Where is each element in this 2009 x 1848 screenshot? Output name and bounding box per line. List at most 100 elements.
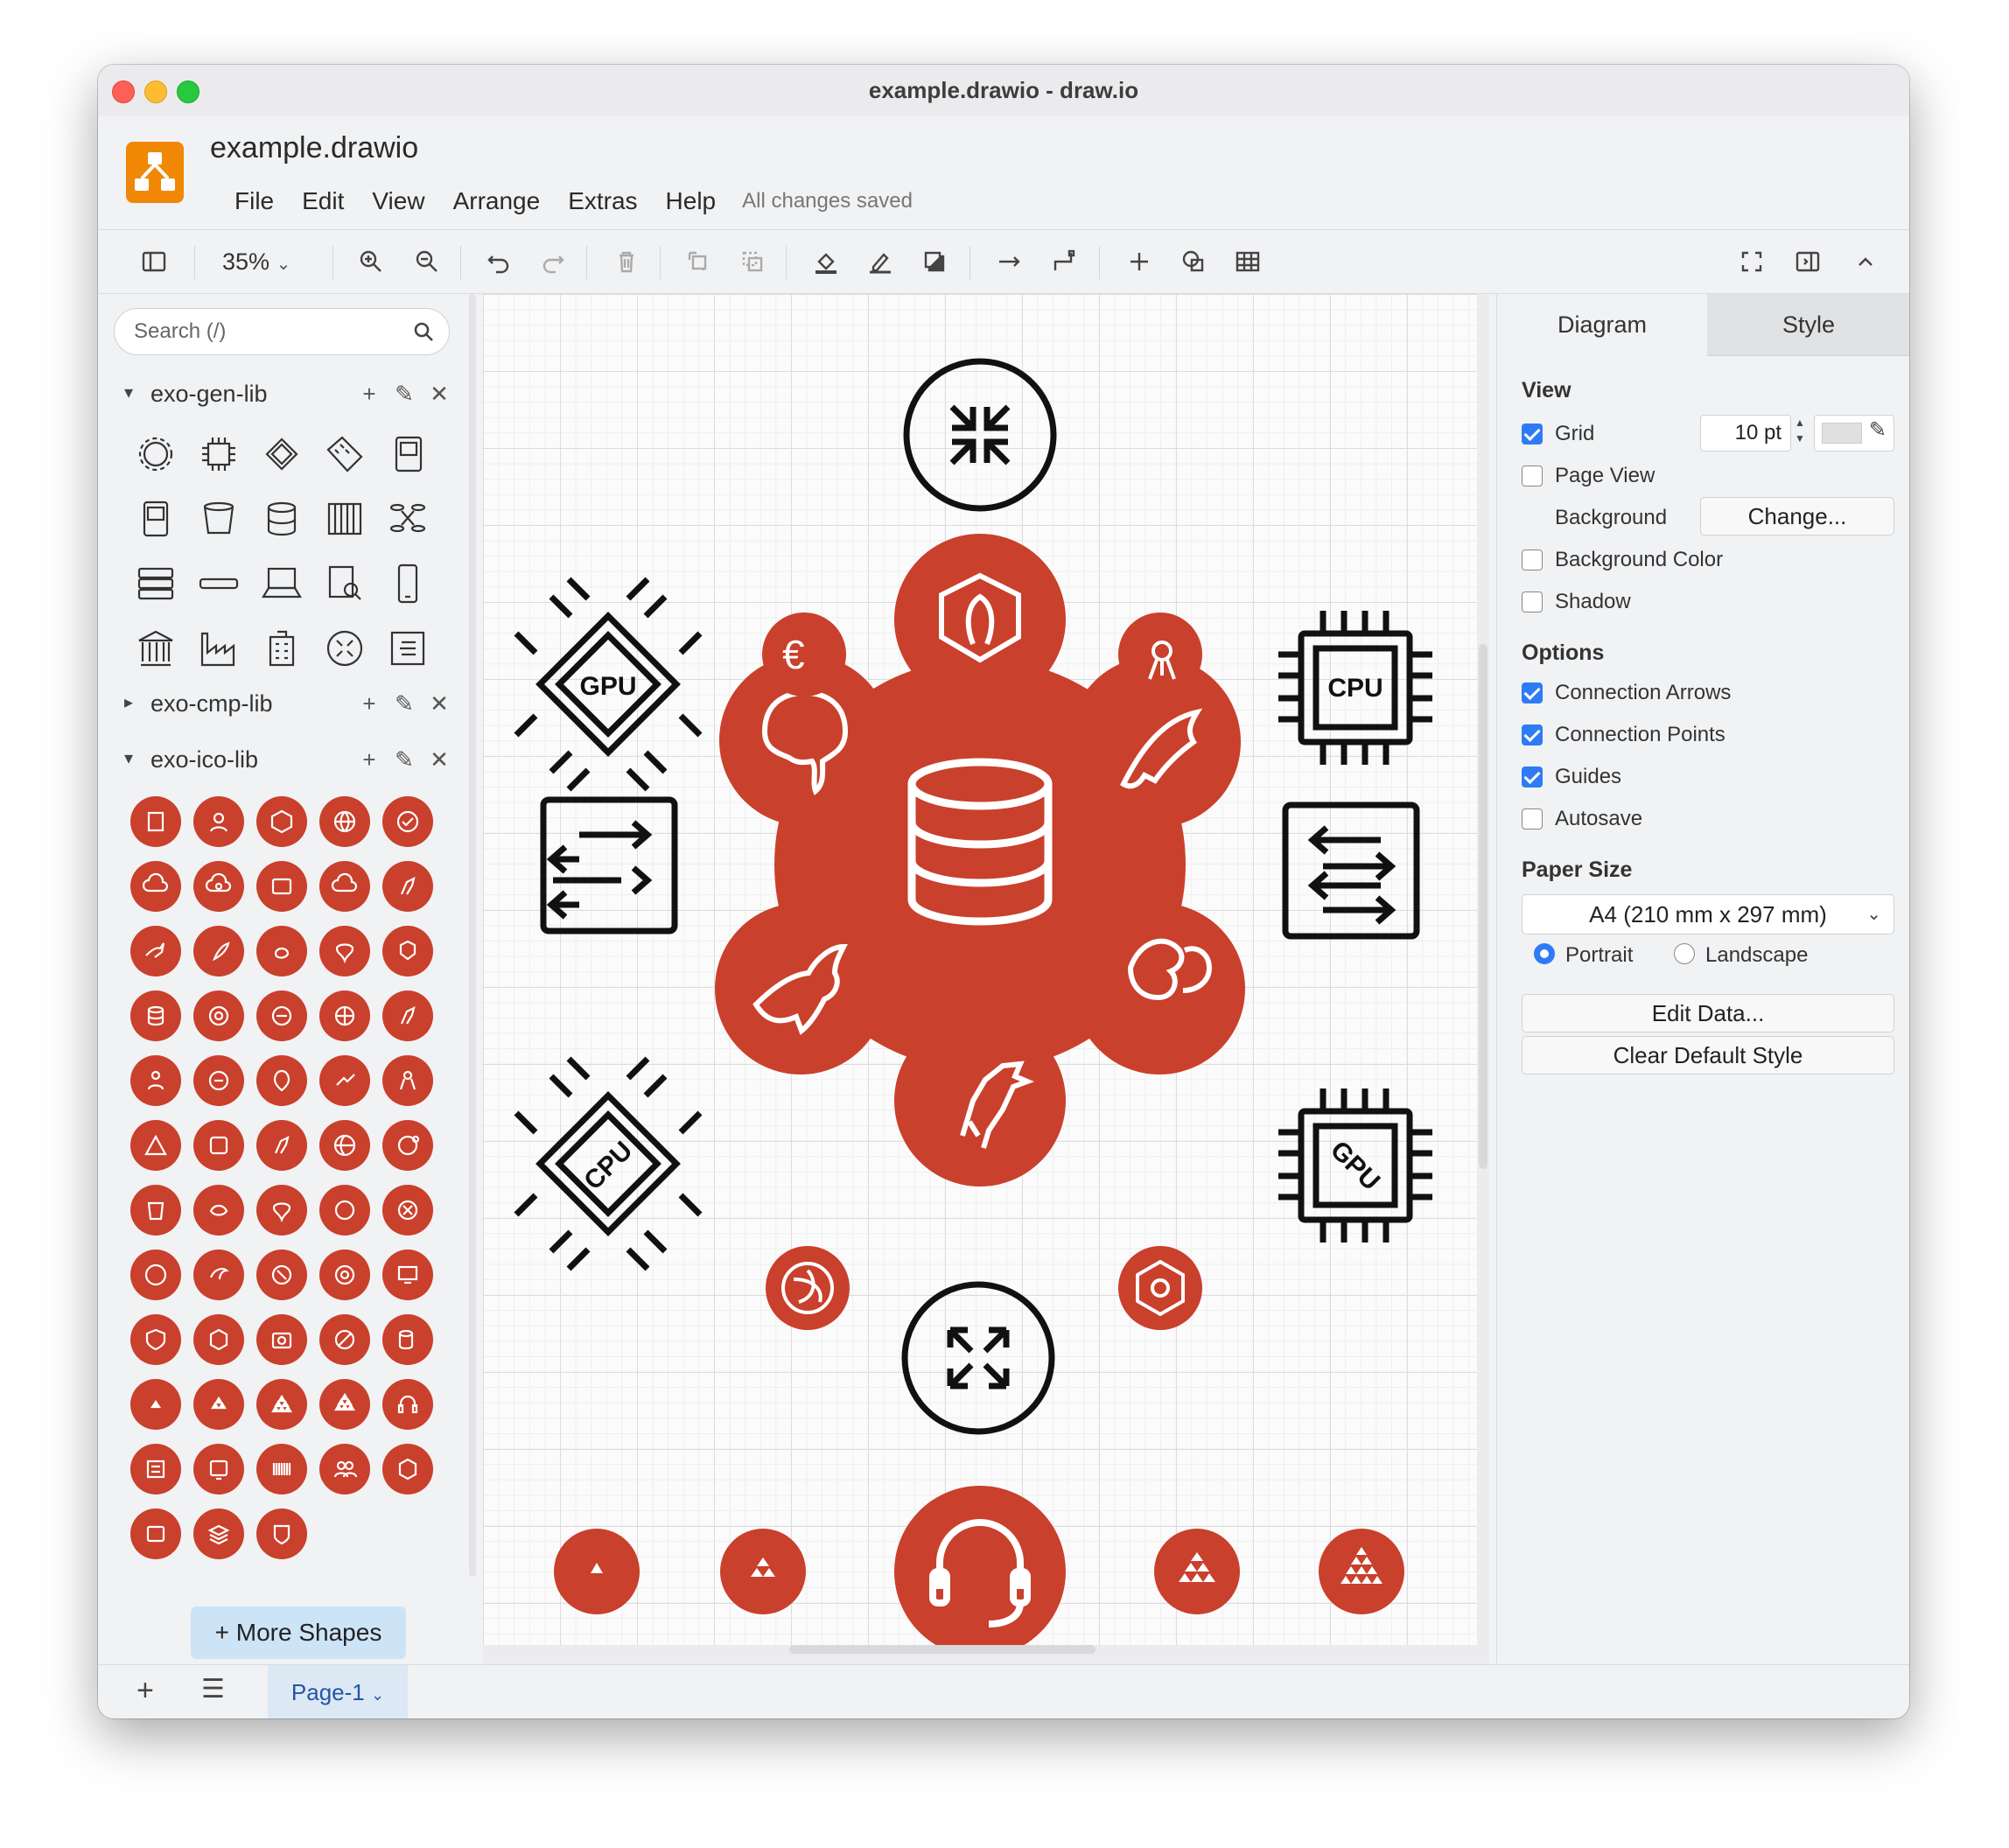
ico-lib-shape-icon[interactable]: [250, 1113, 313, 1178]
cpu-chip-diamond[interactable]: [514, 1056, 703, 1271]
tab-diagram[interactable]: Diagram: [1497, 294, 1707, 355]
ico-lib-shape-icon[interactable]: [250, 1437, 313, 1502]
minimize-window-button[interactable]: [144, 80, 167, 103]
portrait-radio[interactable]: [1534, 943, 1555, 964]
ico-lib-shape-icon[interactable]: [250, 919, 313, 984]
ico-lib-shape-icon[interactable]: [187, 1437, 250, 1502]
ico-lib-shape-icon[interactable]: [250, 1178, 313, 1242]
ico-lib-shape-icon[interactable]: [376, 1242, 439, 1307]
ico-lib-shape-icon[interactable]: [313, 919, 376, 984]
to-back-icon[interactable]: [735, 244, 770, 279]
landscape-radio[interactable]: [1674, 943, 1695, 964]
ico-lib-shape-icon[interactable]: [313, 984, 376, 1048]
undo-icon[interactable]: [481, 244, 516, 279]
autosave-checkbox[interactable]: [1522, 808, 1543, 830]
close-window-button[interactable]: [112, 80, 135, 103]
library-header-gen[interactable]: ▾ exo-gen-lib +✎✕: [124, 376, 457, 411]
menu-arrange[interactable]: Arrange: [452, 187, 541, 214]
paper-size-select[interactable]: A4 (210 mm x 297 mm) ⌄: [1522, 894, 1894, 934]
ico-lib-shape-icon[interactable]: [124, 1307, 187, 1372]
cpu-chip-icon[interactable]: [187, 422, 250, 486]
menu-edit[interactable]: Edit: [302, 187, 345, 214]
edit-pencil-icon[interactable]: ✎: [395, 690, 414, 717]
gear-hexagon-circle[interactable]: [1118, 1246, 1202, 1330]
ico-lib-shape-icon[interactable]: [187, 1048, 250, 1113]
ico-lib-shape-icon[interactable]: [313, 1048, 376, 1113]
shadow-checkbox[interactable]: [1522, 592, 1543, 612]
ico-lib-shape-icon[interactable]: [124, 919, 187, 984]
fill-color-icon[interactable]: [808, 244, 844, 279]
ico-lib-shape-icon[interactable]: [250, 1242, 313, 1307]
library-header-cmp[interactable]: ▸ exo-cmp-lib +✎✕: [124, 686, 457, 721]
ico-lib-shape-icon[interactable]: [250, 1372, 313, 1437]
ico-lib-shape-icon[interactable]: [313, 1178, 376, 1242]
pyramid-3-circle[interactable]: [720, 1529, 806, 1614]
edit-pencil-icon[interactable]: ✎: [395, 381, 414, 407]
ico-lib-shape-icon[interactable]: [187, 854, 250, 919]
pages-menu-icon[interactable]: ☰: [201, 1675, 225, 1704]
waypoints-icon[interactable]: [1046, 244, 1082, 279]
edit-pencil-icon[interactable]: ✎: [395, 746, 414, 773]
api-gear-icon[interactable]: [124, 422, 187, 486]
ico-lib-shape-icon[interactable]: [250, 1048, 313, 1113]
redo-icon[interactable]: [536, 244, 570, 279]
ico-lib-shape-icon[interactable]: [124, 1437, 187, 1502]
ico-lib-shape-icon[interactable]: [313, 789, 376, 854]
bucket-icon[interactable]: [187, 486, 250, 551]
load-balancer-icon[interactable]: [376, 616, 439, 681]
guides-checkbox[interactable]: [1522, 766, 1543, 788]
ico-lib-shape-icon[interactable]: [313, 1437, 376, 1502]
ico-lib-shape-icon[interactable]: [187, 789, 250, 854]
ico-lib-shape-icon[interactable]: [124, 1113, 187, 1178]
database-icon[interactable]: [250, 486, 313, 551]
menu-view[interactable]: View: [372, 187, 425, 214]
diagram-canvas[interactable]: €: [483, 294, 1489, 1664]
ico-lib-shape-icon[interactable]: [313, 1242, 376, 1307]
key-person-circle[interactable]: [1118, 612, 1202, 696]
ico-lib-shape-icon[interactable]: [250, 789, 313, 854]
scale-in-circle[interactable]: [903, 358, 1057, 512]
ico-lib-shape-icon[interactable]: [187, 1113, 250, 1178]
close-icon[interactable]: ✕: [430, 381, 449, 407]
network-switch-icon[interactable]: [187, 551, 250, 616]
line-color-icon[interactable]: [863, 244, 898, 279]
ico-lib-shape-icon[interactable]: [124, 1178, 187, 1242]
ico-lib-shape-icon[interactable]: [376, 919, 439, 984]
ico-lib-shape-icon[interactable]: [187, 1242, 250, 1307]
more-shapes-button[interactable]: + More Shapes: [191, 1606, 406, 1659]
gpu-chip-square[interactable]: [1278, 1088, 1432, 1242]
close-icon[interactable]: ✕: [430, 690, 449, 717]
document-title[interactable]: example.drawio: [210, 131, 419, 164]
ico-lib-shape-icon[interactable]: [124, 1242, 187, 1307]
library-header-ico[interactable]: ▾ exo-ico-lib +✎✕: [124, 742, 457, 777]
add-icon[interactable]: +: [362, 746, 376, 773]
gpu-chip-diamond[interactable]: [514, 577, 703, 792]
grid-color-picker[interactable]: ✎: [1814, 415, 1894, 452]
ico-lib-shape-icon[interactable]: [187, 1372, 250, 1437]
connection-points-checkbox[interactable]: [1522, 724, 1543, 746]
mobile-phone-icon[interactable]: [376, 551, 439, 616]
add-icon[interactable]: +: [362, 381, 376, 407]
ico-lib-shape-icon[interactable]: [376, 1372, 439, 1437]
cpu-chip-square[interactable]: [1278, 611, 1432, 765]
table-icon[interactable]: [1230, 244, 1265, 279]
sidebar-toggle-icon[interactable]: [136, 244, 172, 279]
ico-lib-shape-icon[interactable]: [313, 1307, 376, 1372]
background-color-checkbox[interactable]: [1522, 550, 1543, 570]
zoom-in-icon[interactable]: [354, 244, 388, 279]
ico-lib-shape-icon[interactable]: [124, 984, 187, 1048]
ico-lib-shape-icon[interactable]: [187, 1307, 250, 1372]
insert-plus-icon[interactable]: [1122, 244, 1157, 279]
load-balancer-left[interactable]: [540, 796, 678, 934]
ico-lib-shape-icon[interactable]: [124, 1502, 187, 1566]
ico-lib-shape-icon[interactable]: [250, 984, 313, 1048]
document-search-icon[interactable]: [313, 551, 376, 616]
swirl-circle[interactable]: [766, 1246, 850, 1330]
zoom-out-icon[interactable]: [410, 244, 444, 279]
ico-lib-shape-icon[interactable]: [187, 1502, 250, 1566]
search-input[interactable]: Search (/): [114, 308, 450, 355]
zoom-select[interactable]: 35% ⌄: [222, 248, 291, 275]
fullscreen-icon[interactable]: [1734, 244, 1769, 279]
ico-lib-shape-icon[interactable]: [376, 1307, 439, 1372]
ico-lib-shape-icon[interactable]: [187, 984, 250, 1048]
